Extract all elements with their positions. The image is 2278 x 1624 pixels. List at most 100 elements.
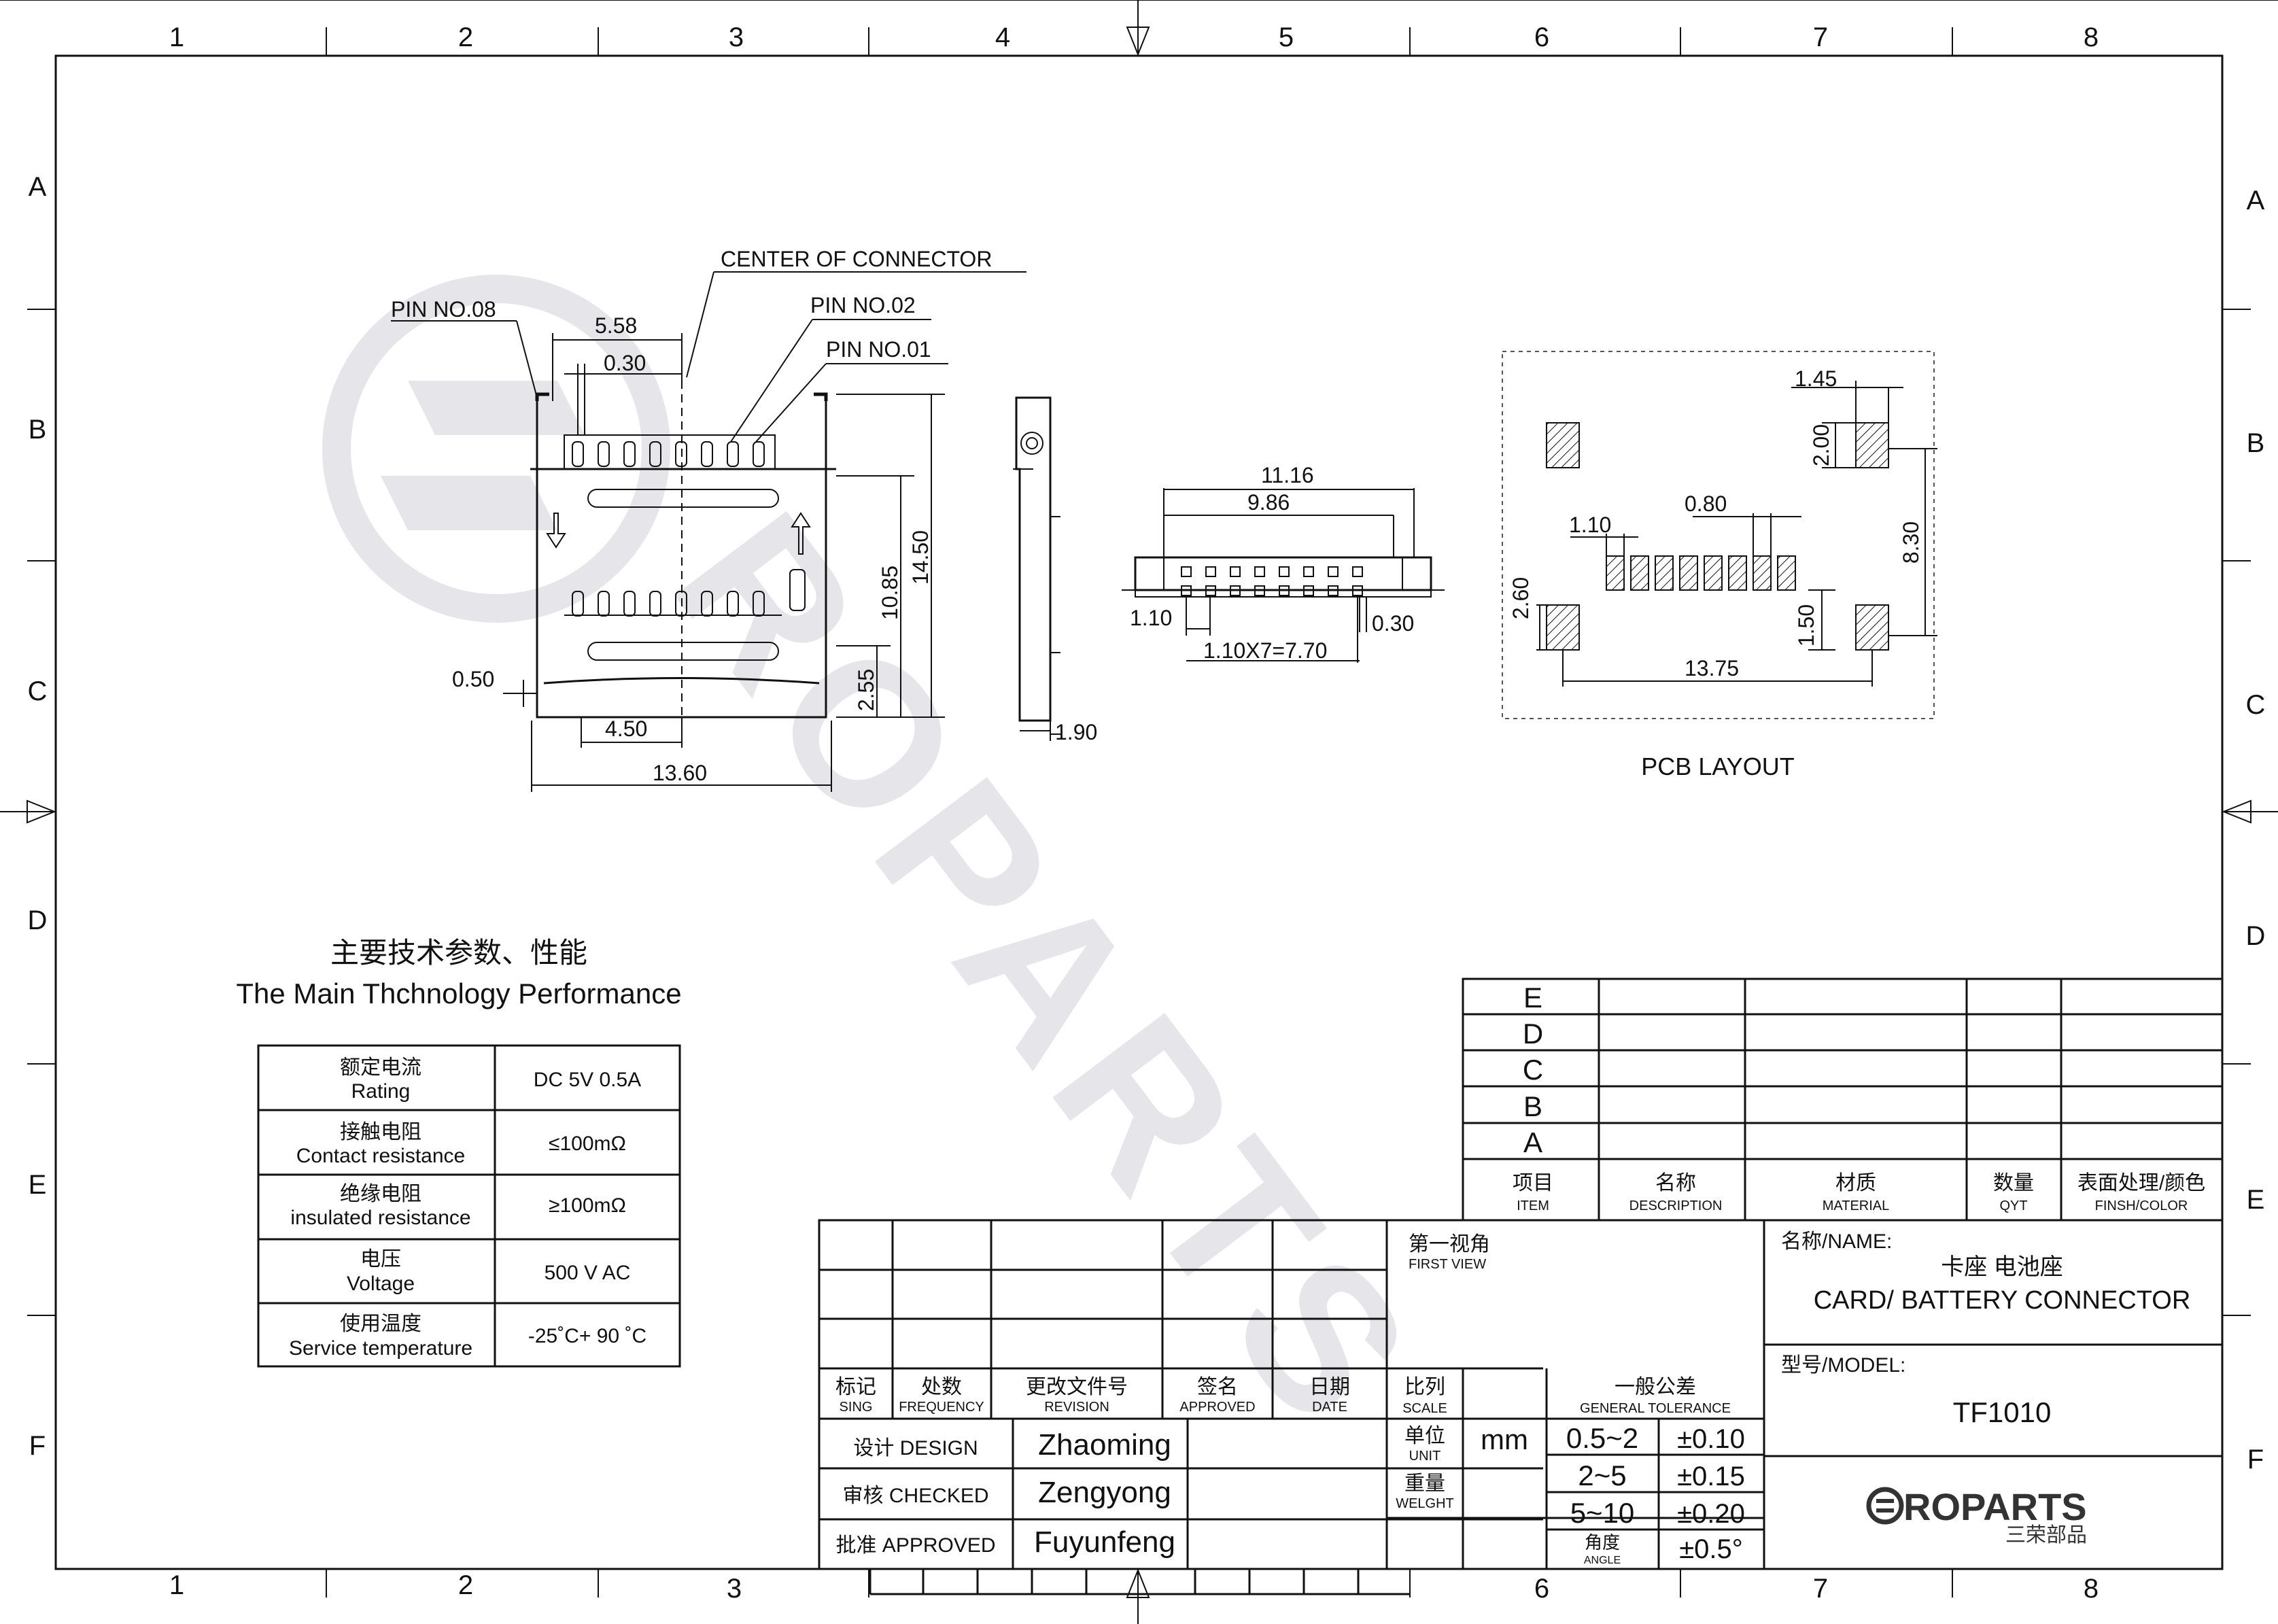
sign-approved-name: Fuyunfeng xyxy=(1034,1525,1175,1559)
tolerance-angle-value: ±0.5° xyxy=(1679,1534,1743,1564)
callout-center-of-connector: CENTER OF CONNECTOR xyxy=(721,247,992,271)
rev-header-approved-en: APPROVED xyxy=(1179,1400,1255,1415)
zone-row-E-right: E xyxy=(2247,1185,2265,1215)
callout-pin-01: PIN NO.01 xyxy=(826,337,931,362)
logo-cn: 三荣部品 xyxy=(2005,1524,2087,1547)
dim-4-50: 4.50 xyxy=(605,716,647,741)
logo-text: ROPARTS xyxy=(1903,1485,2087,1528)
scale-cn: 比列 xyxy=(1404,1376,1445,1398)
zone-row-B-right: B xyxy=(2247,428,2265,458)
model-label: 型号/MODEL: xyxy=(1781,1354,1905,1377)
rev-header-rev-en: REVISION xyxy=(1044,1400,1109,1415)
rev-header-date-cn: 日期 xyxy=(1309,1376,1350,1398)
bom-letter-E: E xyxy=(1523,982,1542,1014)
sign-design-name: Zhaoming xyxy=(1038,1428,1171,1462)
zone-row-E: E xyxy=(29,1170,47,1200)
perf-row5-cn: 使用温度 xyxy=(340,1313,421,1335)
pcb-dim-8-30: 8.30 xyxy=(1899,521,1923,564)
zone-col-8: 8 xyxy=(2084,22,2099,52)
bom-header-qty-en: QYT xyxy=(1999,1198,2027,1213)
pcb-dim-0-80: 0.80 xyxy=(1685,491,1727,516)
zone-col-7-bottom: 7 xyxy=(1813,1574,1828,1604)
pcb-layout-title: PCB LAYOUT xyxy=(1641,753,1794,780)
dim-9-86: 9.86 xyxy=(1247,490,1290,515)
tolerance-value-3: ±0.20 xyxy=(1677,1499,1745,1529)
dim-0-30-top: 0.30 xyxy=(1372,611,1414,636)
dim-pitch: 1.10X7=7.70 xyxy=(1203,638,1327,663)
dim-1-10-top: 1.10 xyxy=(1130,606,1172,630)
rev-header-freq-cn: 处数 xyxy=(921,1376,962,1398)
perf-row3-value: ≥100mΩ xyxy=(549,1194,626,1217)
bom-letter-A: A xyxy=(1523,1126,1542,1158)
side-view: 1.90 xyxy=(1013,396,1097,744)
tolerance-value-2: ±0.15 xyxy=(1677,1462,1745,1491)
pcb-layout: 1.45 2.00 8.30 0.80 1.10 2.60 1.50 13.75… xyxy=(1502,351,1937,780)
rev-header-rev-cn: 更改文件号 xyxy=(1026,1376,1128,1398)
zone-row-C-right: C xyxy=(2246,690,2266,720)
zone-row-D-right: D xyxy=(2246,921,2266,951)
zone-row-F: F xyxy=(29,1431,46,1461)
bom-letter-B: B xyxy=(1523,1090,1542,1122)
weight-cn: 重量 xyxy=(1404,1472,1445,1495)
zone-col-2: 2 xyxy=(458,22,473,52)
zone-col-6-bottom: 6 xyxy=(1534,1574,1549,1604)
dim-10-85: 10.85 xyxy=(878,566,902,620)
perf-row3-cn: 绝缘电阻 xyxy=(340,1183,421,1205)
perf-row2-cn: 接触电阻 xyxy=(340,1121,421,1143)
zone-col-1: 1 xyxy=(169,22,184,52)
perf-row4-en: Voltage xyxy=(347,1273,415,1295)
dim-14-50: 14.50 xyxy=(908,530,933,585)
tolerance-angle-cn: 角度 xyxy=(1585,1532,1620,1553)
perf-row4-value: 500 V AC xyxy=(545,1262,631,1284)
bom-header-material-cn: 材质 xyxy=(1835,1172,1876,1194)
sign-design-role: 设计 DESIGN xyxy=(853,1437,978,1459)
pcb-dim-2-00: 2.00 xyxy=(1809,424,1833,466)
perf-row5-en: Service temperature xyxy=(289,1337,472,1360)
first-view-cn: 第一视角 xyxy=(1409,1233,1490,1256)
bom-header-desc-cn: 名称 xyxy=(1655,1172,1696,1194)
perf-row5-value: -25˚C+ 90 ˚C xyxy=(528,1325,646,1347)
weight-en: WELGHT xyxy=(1396,1496,1454,1511)
zone-col-3: 3 xyxy=(729,22,744,52)
scale-en: SCALE xyxy=(1402,1401,1447,1416)
zone-col-6: 6 xyxy=(1534,22,1549,52)
front-view: CENTER OF CONNECTOR PIN NO.08 PIN NO.02 … xyxy=(391,247,1026,792)
pcb-dim-1-10: 1.10 xyxy=(1569,513,1611,537)
perf-row4-cn: 电压 xyxy=(360,1248,401,1271)
bom-header-finish-cn: 表面处理/颜色 xyxy=(2077,1172,2205,1194)
name-cn: 卡座 电池座 xyxy=(1941,1254,2063,1280)
zone-col-3-bottom: 3 xyxy=(727,1574,742,1604)
bom-letter-C: C xyxy=(1523,1054,1543,1086)
bom-header-qty-cn: 数量 xyxy=(1993,1172,2034,1194)
zone-col-2-bottom: 2 xyxy=(458,1570,473,1600)
zone-row-A: A xyxy=(29,172,47,202)
tolerance-cn: 一般公差 xyxy=(1615,1376,1696,1398)
pcb-dim-13-75: 13.75 xyxy=(1685,656,1739,680)
bom-header-finish-en: FINSH/COLOR xyxy=(2095,1198,2188,1213)
name-label: 名称/NAME: xyxy=(1781,1230,1892,1253)
name-en: CARD/ BATTERY CONNECTOR xyxy=(1814,1286,2191,1315)
bom-header-item-en: ITEM xyxy=(1517,1198,1549,1213)
model-value: TF1010 xyxy=(1953,1396,2052,1428)
perf-row1-value: DC 5V 0.5A xyxy=(534,1069,641,1091)
zone-col-4: 4 xyxy=(995,22,1010,52)
performance-title-cn: 主要技术参数、性能 xyxy=(330,937,587,969)
callout-pin-02: PIN NO.02 xyxy=(810,293,916,317)
perf-row2-value: ≤100mΩ xyxy=(549,1133,626,1155)
tolerance-range-1: 0.5~2 xyxy=(1566,1422,1638,1454)
watermark-text: ROPARTS xyxy=(632,473,1462,1471)
zone-row-F-right: F xyxy=(2247,1445,2264,1474)
unit-cn: 单位 xyxy=(1404,1425,1445,1447)
pcb-dim-2-60: 2.60 xyxy=(1508,577,1533,619)
tolerance-en: GENERAL TOLERANCE xyxy=(1580,1401,1731,1416)
sign-checked-role: 审核 CHECKED xyxy=(842,1485,988,1507)
rev-header-freq-en: FREQUENCY xyxy=(899,1400,984,1415)
dim-0-50: 0.50 xyxy=(452,667,494,691)
bom-letter-D: D xyxy=(1523,1018,1543,1050)
perf-row1-cn: 额定电流 xyxy=(340,1056,421,1079)
bom-header-material-en: MATERIAL xyxy=(1823,1198,1890,1213)
rev-header-sing-cn: 标记 xyxy=(835,1376,876,1398)
rev-header-approved-cn: 签名 xyxy=(1197,1376,1238,1398)
zone-row-A-right: A xyxy=(2247,186,2265,215)
zone-row-B: B xyxy=(29,415,47,445)
